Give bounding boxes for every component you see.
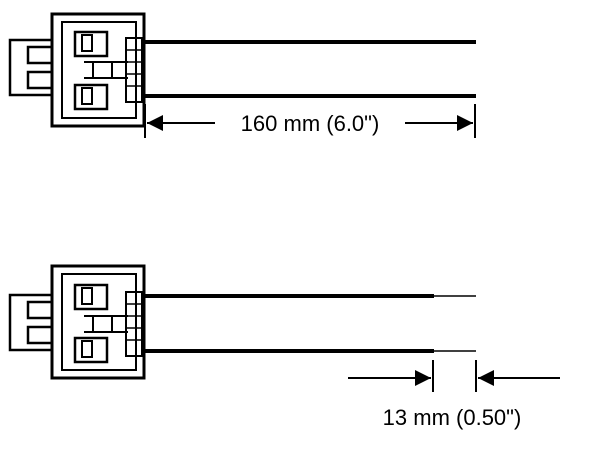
top-dimension-label: 160 mm (6.0") <box>241 111 380 136</box>
bottom-dimension-label: 13 mm (0.50") <box>383 405 522 430</box>
bottom-dimension <box>348 360 560 392</box>
bottom-connector-assembly: 13 mm (0.50") <box>8 264 560 430</box>
top-wires <box>144 40 476 98</box>
bottom-wires-stripped <box>434 295 476 352</box>
bottom-wires-insulated <box>144 294 434 353</box>
top-connector-latch <box>8 38 54 97</box>
top-connector-housing <box>50 12 146 128</box>
top-dimension <box>144 104 476 138</box>
bottom-connector-housing <box>50 264 146 380</box>
top-connector-assembly: 160 mm (6.0") <box>8 12 476 138</box>
bottom-connector-latch <box>8 293 54 352</box>
